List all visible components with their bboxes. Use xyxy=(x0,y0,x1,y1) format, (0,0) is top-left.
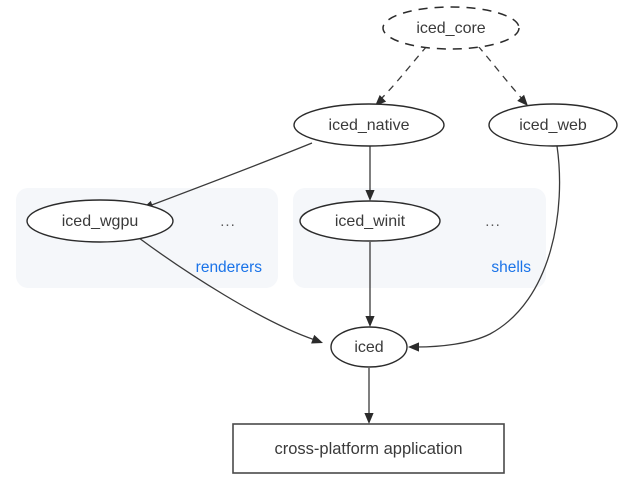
cluster-ellipsis-renderers: ... xyxy=(220,213,236,230)
edge-arrowhead-iced_wgpu-to-iced xyxy=(311,334,323,344)
cluster-ellipsis-shells: ... xyxy=(485,213,501,230)
edge-arrowhead-iced_native-to-iced_winit xyxy=(365,190,375,201)
edge-arrowhead-iced_core-to-iced_native xyxy=(375,95,387,106)
node-label-iced_native: iced_native xyxy=(329,117,410,134)
edge-iced_native-to-iced_winit xyxy=(365,146,375,201)
node-iced_wgpu[interactable]: iced_wgpu xyxy=(26,199,174,243)
edge-iced_web-to-iced xyxy=(408,145,561,352)
node-label-iced_wgpu: iced_wgpu xyxy=(62,213,139,230)
node-iced_web[interactable]: iced_web xyxy=(488,103,618,147)
node-label-iced_web: iced_web xyxy=(519,117,587,134)
edge-group xyxy=(138,45,561,424)
edge-iced_winit-to-iced xyxy=(365,242,375,327)
edge-line-iced_core-to-iced_native xyxy=(378,45,428,102)
edge-iced_core-to-iced_web xyxy=(477,45,528,106)
node-label-iced_core: iced_core xyxy=(416,20,485,37)
node-cross_platform_application[interactable]: cross-platform application xyxy=(232,423,505,474)
edge-arrowhead-iced_core-to-iced_web xyxy=(517,94,528,106)
edge-iced-to-cross_platform_application xyxy=(364,368,374,424)
node-iced[interactable]: iced xyxy=(330,326,408,368)
edge-arrowhead-iced_winit-to-iced xyxy=(365,316,375,327)
edge-line-iced_core-to-iced_web xyxy=(477,45,525,102)
node-iced_winit[interactable]: iced_winit xyxy=(299,200,441,242)
node-iced_core[interactable]: iced_core xyxy=(382,6,520,50)
node-label-cross_platform_application: cross-platform application xyxy=(275,440,463,458)
node-shape-iced_web[interactable] xyxy=(488,103,618,147)
node-shape-iced_core[interactable] xyxy=(382,6,520,50)
node-shape-iced[interactable] xyxy=(330,326,408,368)
node-shape-iced_native[interactable] xyxy=(293,103,445,147)
edge-iced_core-to-iced_native xyxy=(375,45,428,106)
node-shape-cross_platform_application[interactable] xyxy=(232,423,505,474)
node-label-iced: iced xyxy=(354,339,383,356)
edge-arrowhead-iced_web-to-iced xyxy=(408,342,419,352)
edge-arrowhead-iced-to-cross_platform_application xyxy=(364,413,374,424)
node-shape-iced_winit[interactable] xyxy=(299,200,441,242)
edge-line-iced_web-to-iced xyxy=(415,145,561,348)
cluster-label-renderers: renderers xyxy=(196,259,263,276)
cluster-label-shells: shells xyxy=(491,259,531,276)
edge-line-iced_native-to-iced_wgpu xyxy=(148,142,313,207)
node-shape-iced_wgpu[interactable] xyxy=(26,199,174,243)
edge-iced_wgpu-to-iced xyxy=(138,237,323,344)
node-iced_native[interactable]: iced_native xyxy=(293,103,445,147)
edge-line-iced_wgpu-to-iced xyxy=(138,237,316,341)
node-label-iced_winit: iced_winit xyxy=(335,213,406,230)
